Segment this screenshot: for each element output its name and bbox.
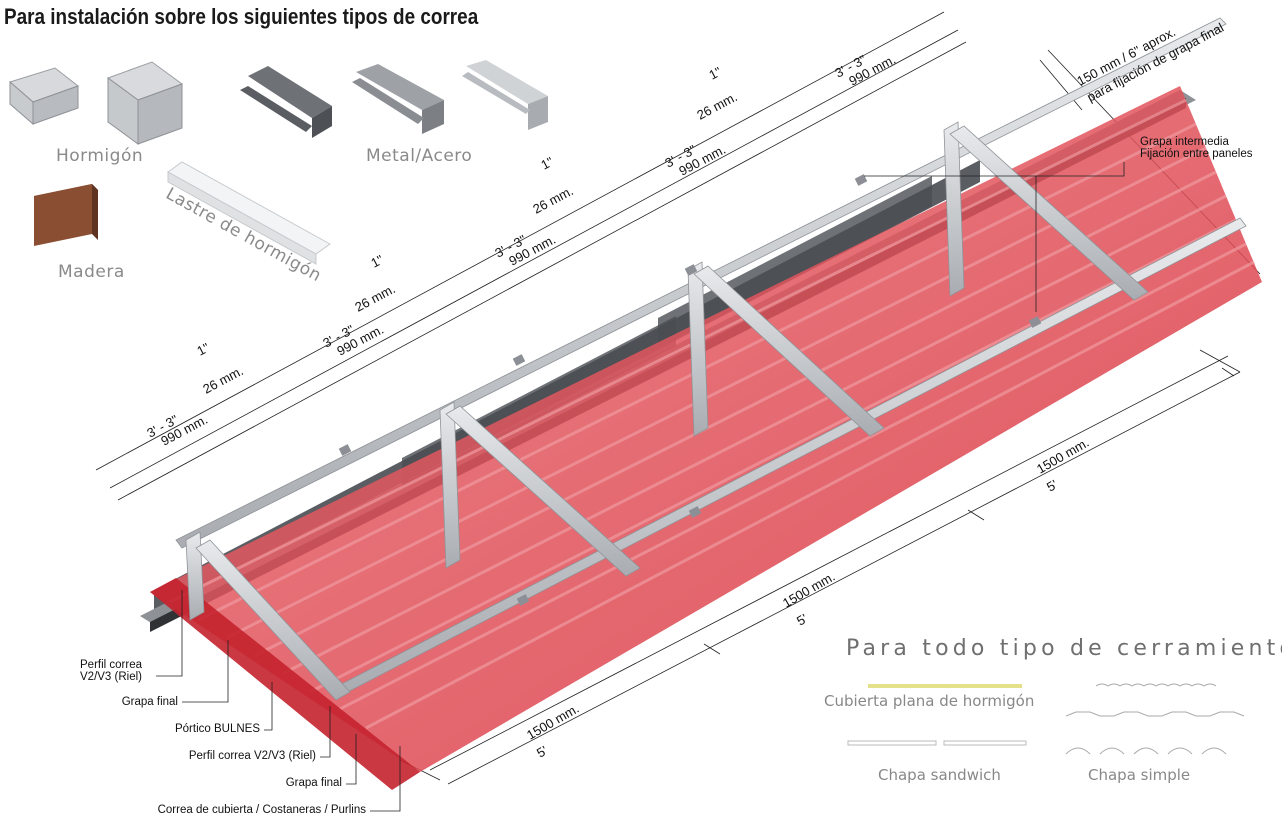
material-label-hormigon: Hormigón [56, 146, 144, 166]
callout-mid-clamp: Grapa intermedia Fijación entre paneles [1140, 136, 1253, 160]
callout-mid-clamp-line1: Grapa intermedia [1140, 136, 1229, 148]
clamps [338, 174, 1042, 606]
flat-roof-icon [868, 684, 1022, 688]
simple-sheet-icon [1065, 747, 1227, 755]
enclosure-label-sandwich: Chapa sandwich [878, 766, 1001, 784]
callout-correa: Correa de cubierta / Costaneras / Purlin… [157, 804, 366, 816]
concrete-beam-icon-2 [106, 61, 184, 145]
enclosure-label-plana: Cubierta plana de hormigón [824, 692, 1035, 710]
steel-beam-icon-3 [462, 60, 548, 130]
dim-gap-mm-1: 26 mm. [200, 363, 245, 397]
callout-portico: Pórtico BULNES [174, 723, 260, 735]
enclosures-heading: Para todo tipo de cerramientos [846, 636, 1282, 661]
concrete-beam-icon-1 [8, 67, 80, 126]
callout-perfil-line1: Perfil correa [80, 659, 142, 671]
steel-beam-icon-2 [352, 64, 444, 134]
wood-beam-icon [34, 184, 98, 246]
aluminium-frame [175, 17, 1247, 701]
steel-beam-icon-1 [240, 66, 332, 138]
callout-leaders [156, 162, 1125, 812]
dim-span-ft-3: 5' [1044, 477, 1060, 495]
dimension-lines [95, 11, 1261, 785]
dim-gap-mm-3: 26 mm. [530, 183, 575, 217]
dim-gap-inch-1: 1" [194, 340, 212, 359]
dim-span-mm-2: 1500 mm. [780, 569, 838, 611]
dim-span-mm-1: 1500 mm. [524, 701, 582, 743]
material-label-metal: Metal/Acero [366, 146, 473, 166]
ballast-block-icon [167, 161, 331, 265]
callout-perfil: Perfil correa V2/V3 (Riel) [70, 659, 152, 683]
dim-gap-mm-2: 26 mm. [352, 281, 397, 315]
enclosure-label-simple: Chapa simple [1088, 766, 1191, 784]
callout-perfil-line2: V2/V3 (Riel) [80, 671, 142, 683]
callout-perfil-full: Perfil correa V2/V3 (Riel) [188, 750, 316, 762]
dim-span-ft-2: 5' [794, 611, 810, 629]
material-samples [8, 60, 548, 265]
page-title: Para instalación sobre los siguientes ti… [4, 4, 479, 29]
dim-gap-inch-4: 1" [706, 64, 724, 83]
sandwich-panel-icon [847, 740, 937, 746]
callout-mid-clamp-line2: Fijación entre paneles [1140, 148, 1253, 160]
roof-sheeting [150, 86, 1262, 790]
dim-span-ft-1: 5' [534, 743, 550, 761]
enclosure-icons [847, 683, 1245, 755]
callout-grapa-final-2: Grapa final [285, 777, 342, 789]
dim-gap-inch-3: 1" [538, 154, 556, 173]
trapezoid-sheet-icon [1095, 683, 1217, 687]
material-label-madera: Madera [58, 262, 125, 282]
dim-gap-mm-4: 26 mm. [694, 89, 739, 123]
dim-span-mm-3: 1500 mm. [1034, 435, 1092, 477]
callout-grapa-final: Grapa final [121, 696, 178, 708]
dim-gap-inch-2: 1" [368, 252, 386, 271]
